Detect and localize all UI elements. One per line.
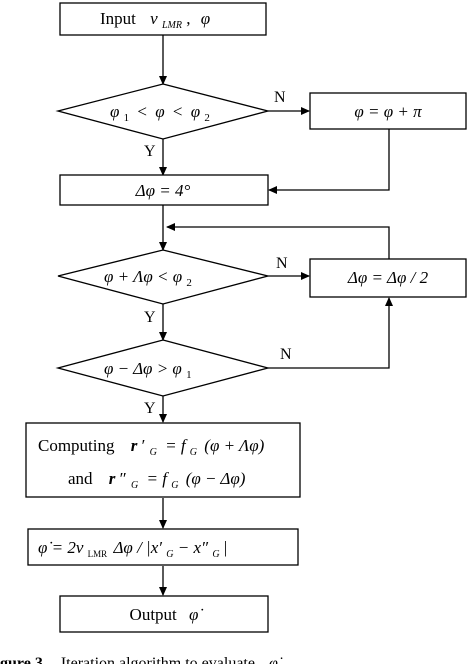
computing-line2-expr-sub: G	[171, 480, 178, 491]
computing-and: and	[68, 469, 93, 488]
computing-r1-prime: ′	[142, 436, 146, 455]
node-computing: Computing r ′ G = f G (φ + Λφ) and r ″ G…	[25, 422, 301, 498]
range-sub2: 2	[204, 112, 210, 124]
output-label: Output	[130, 605, 178, 624]
halve-text: Δφ = Δφ / 2	[347, 268, 429, 287]
range-phi: φ	[155, 102, 164, 121]
svg-text:φ − Δφ > φ 1: φ − Δφ > φ 1	[104, 359, 192, 381]
svg-text:φ 1 < φ: φ 1 < φ < φ 2	[110, 102, 210, 125]
rate-lhs: φ̇ = 2v	[38, 538, 84, 557]
node-output: Output φ̇	[59, 595, 269, 633]
label-upper-yes: Y	[144, 309, 156, 326]
range-lt2: <	[173, 102, 183, 121]
computing-label: Computing	[38, 436, 115, 455]
decision-lower-bound: φ − Δφ > φ 1	[55, 339, 271, 397]
rate-lhs-sub: LMR	[88, 549, 108, 559]
caption-symbol: φ̇	[269, 655, 283, 664]
decision-upper-bound: φ + Λφ < φ 2	[57, 249, 269, 305]
edge-lower-no-to-halve	[268, 297, 393, 369]
input-comma: ,	[186, 9, 190, 28]
range-phi2: φ	[191, 102, 200, 121]
computing-line1-arg: (φ + Λφ)	[204, 436, 264, 455]
lower-sub: 1	[186, 369, 192, 381]
node-input: Input v LMR , φ	[59, 2, 267, 36]
computing-r2-prime: ″	[120, 469, 127, 488]
edge-shift-to-init	[268, 129, 390, 194]
caption-text: Iteration algorithm to evaluate	[61, 655, 255, 664]
decision-phi-range: φ 1 < φ < φ 2	[55, 83, 271, 140]
input-phi: φ	[201, 9, 210, 28]
connectors	[159, 35, 393, 596]
svg-text:Output φ̇: Output φ̇	[130, 605, 204, 624]
node-init-step: Δφ = 4°	[59, 174, 269, 206]
node-phi-shift: φ = φ + π	[309, 92, 467, 130]
svg-text:φ̇ = 2v LMR Δφ / |: φ̇ = 2v LMR Δφ / |x′ G − x″ G |	[38, 538, 227, 561]
computing-r2: r	[109, 469, 116, 488]
edge-labels: N Y N Y N Y	[144, 89, 292, 417]
init-step-text: Δφ = 4°	[135, 181, 191, 200]
upper-sub: 2	[186, 277, 192, 289]
figure-caption: gure 3 Iteration algorithm to evaluate φ…	[0, 655, 283, 664]
rate-end: |	[224, 538, 227, 557]
svg-text:Computing r ′: Computing r ′ G = f G (φ + Λφ)	[38, 436, 265, 459]
input-label: Input	[100, 9, 136, 28]
caption-label: gure 3	[0, 655, 43, 664]
computing-line1-expr: = f	[165, 436, 188, 455]
computing-r1: r	[131, 436, 138, 455]
rate-mid: Δφ / |x′	[112, 538, 162, 557]
rate-mid-sub: G	[166, 549, 173, 560]
svg-text:φ + Λφ < φ 2: φ + Λφ < φ 2	[104, 267, 192, 289]
label-lower-no: N	[280, 346, 292, 363]
computing-r1-sub: G	[150, 447, 157, 458]
computing-line2-arg: (φ − Δφ)	[186, 469, 246, 488]
svg-text:and r ″ G: and r ″ G = f G (φ − Δφ)	[68, 469, 246, 492]
range-phi1: φ	[110, 102, 119, 121]
computing-line1-expr-sub: G	[190, 447, 197, 458]
label-lower-yes: Y	[144, 400, 156, 417]
input-v-sub: LMR	[161, 20, 182, 31]
svg-text:Input v LMR: Input v LMR , φ	[100, 9, 210, 32]
rate-end-sub: G	[212, 549, 219, 560]
edge-halve-loop-back	[166, 223, 390, 259]
input-v: v	[150, 9, 158, 28]
node-halve-step: Δφ = Δφ / 2	[309, 258, 467, 298]
shift-text: φ = φ + π	[354, 102, 422, 121]
computing-line2-expr: = f	[147, 469, 170, 488]
label-upper-no: N	[276, 255, 288, 272]
lower-text: φ − Δφ > φ	[104, 359, 182, 378]
label-range-no: N	[274, 89, 286, 106]
node-rate: φ̇ = 2v LMR Δφ / |x′ G − x″ G |	[27, 528, 299, 566]
rate-minus: − x″	[178, 538, 209, 557]
computing-r2-sub: G	[131, 480, 138, 491]
label-range-yes: Y	[144, 143, 156, 160]
range-lt1: <	[137, 102, 147, 121]
range-sub1: 1	[124, 112, 130, 124]
upper-text: φ + Λφ < φ	[104, 267, 182, 286]
